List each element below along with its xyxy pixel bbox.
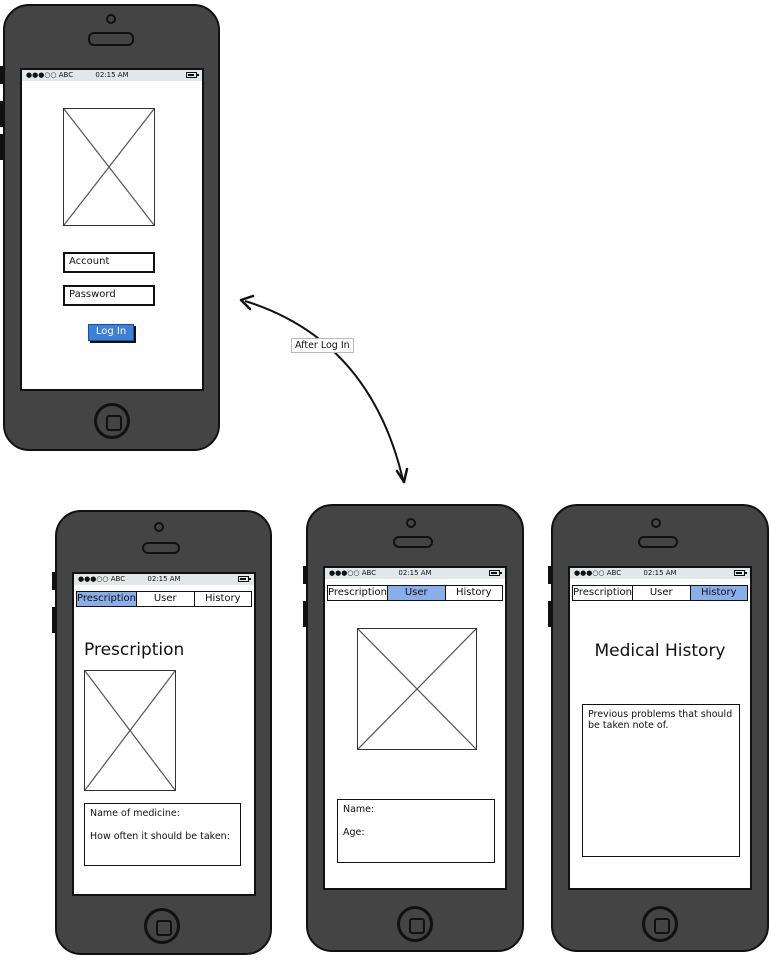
transition-label: After Log In — [291, 338, 354, 353]
tab-prescription[interactable]: Prescription — [328, 586, 388, 600]
history-note: Previous problems that should be taken n… — [588, 709, 733, 731]
prescription-phone: ●●●○○ ABC 02:15 AM Prescription User His… — [52, 510, 272, 955]
user-phone: ●●●○○ ABC 02:15 AM Prescription User His… — [303, 504, 524, 952]
tab-bar: Prescription User History — [572, 585, 748, 601]
tab-user[interactable]: User — [388, 586, 446, 600]
image-placeholder — [63, 108, 155, 226]
side-button — [548, 601, 552, 627]
user-screen: ●●●○○ ABC 02:15 AM Prescription User His… — [323, 566, 507, 890]
tab-history[interactable]: History — [445, 586, 502, 600]
medicine-info-box: Name of medicine: How often it should be… — [84, 803, 241, 866]
camera-icon — [406, 518, 416, 528]
home-button[interactable] — [397, 906, 433, 942]
side-button — [52, 607, 56, 633]
side-button — [52, 572, 56, 590]
speaker-icon — [638, 536, 678, 548]
arrowhead-down — [395, 467, 409, 484]
name-label: Name: — [343, 804, 375, 815]
carrier-label: ●●●○○ ABC — [26, 71, 74, 79]
page-title: Medical History — [594, 641, 726, 661]
home-button[interactable] — [94, 403, 130, 439]
tab-bar: Prescription User History — [76, 591, 252, 607]
account-field[interactable]: Account — [63, 252, 155, 273]
tab-user[interactable]: User — [137, 592, 195, 606]
battery-icon — [489, 570, 502, 576]
arrowhead-up — [239, 294, 255, 311]
status-bar: ●●●○○ ABC 02:15 AM — [22, 70, 202, 81]
camera-icon — [106, 14, 116, 24]
medicine-name-label: Name of medicine: — [90, 808, 180, 819]
status-bar: ●●●○○ ABC 02:15 AM — [74, 574, 254, 585]
speaker-icon — [142, 542, 180, 554]
transition-arrow-curve — [244, 300, 404, 481]
user-photo-placeholder — [357, 628, 477, 750]
clock-label: 02:15 AM — [147, 575, 181, 583]
frequency-label: How often it should be taken: — [90, 831, 230, 842]
side-button — [0, 101, 4, 127]
status-bar: ●●●○○ ABC 02:15 AM — [570, 568, 750, 579]
carrier-label: ●●●○○ ABC — [574, 569, 622, 577]
home-button[interactable] — [144, 908, 180, 944]
tab-bar: Prescription User History — [327, 585, 503, 601]
user-info-box: Name: Age: — [337, 799, 495, 863]
history-phone: ●●●○○ ABC 02:15 AM Prescription User His… — [548, 504, 769, 952]
speaker-icon — [393, 536, 433, 548]
tab-prescription[interactable]: Prescription — [573, 586, 633, 600]
age-label: Age: — [343, 827, 365, 838]
history-notes-box: Previous problems that should be taken n… — [582, 704, 740, 857]
tab-history[interactable]: History — [690, 586, 747, 600]
clock-label: 02:15 AM — [643, 569, 677, 577]
camera-icon — [651, 518, 661, 528]
side-button — [548, 566, 552, 584]
carrier-label: ●●●○○ ABC — [329, 569, 377, 577]
home-button[interactable] — [642, 906, 678, 942]
login-button[interactable]: Log In — [88, 324, 134, 341]
clock-label: 02:15 AM — [95, 71, 129, 79]
page-title: Prescription — [84, 640, 185, 660]
tab-user[interactable]: User — [633, 586, 691, 600]
speaker-icon — [88, 32, 134, 46]
prescription-screen: ●●●○○ ABC 02:15 AM Prescription User His… — [72, 572, 256, 896]
side-button — [0, 134, 4, 160]
history-screen: ●●●○○ ABC 02:15 AM Prescription User His… — [568, 566, 752, 890]
tab-prescription[interactable]: Prescription — [77, 592, 137, 606]
tab-history[interactable]: History — [194, 592, 251, 606]
battery-icon — [734, 570, 747, 576]
clock-label: 02:15 AM — [398, 569, 432, 577]
status-bar: ●●●○○ ABC 02:15 AM — [325, 568, 505, 579]
camera-icon — [154, 522, 164, 532]
side-button — [303, 566, 307, 584]
login-screen: ●●●○○ ABC 02:15 AM Account Password Log … — [20, 68, 204, 391]
image-placeholder — [84, 670, 176, 791]
battery-icon — [186, 72, 199, 78]
password-field[interactable]: Password — [63, 285, 155, 306]
side-button — [0, 66, 4, 84]
carrier-label: ●●●○○ ABC — [78, 575, 126, 583]
login-phone: ●●●○○ ABC 02:15 AM Account Password Log … — [0, 4, 220, 451]
battery-icon — [238, 576, 251, 582]
side-button — [303, 601, 307, 627]
